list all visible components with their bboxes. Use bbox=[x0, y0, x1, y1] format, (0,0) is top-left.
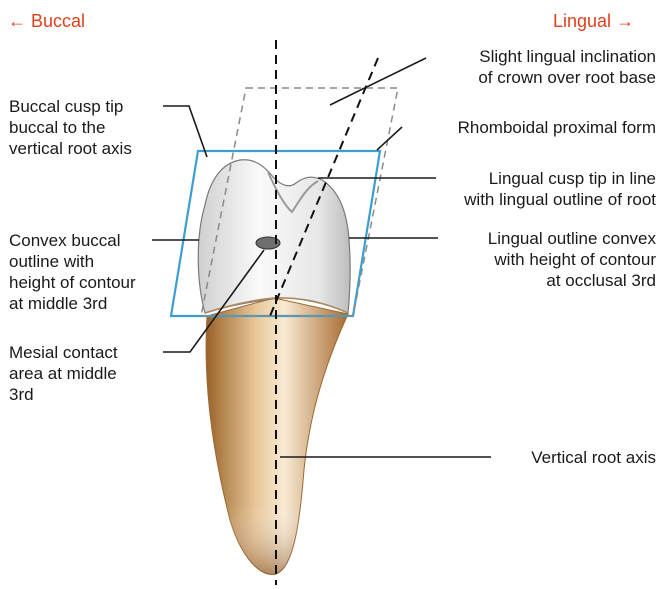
buccal-cusp-tip-label: Buccal cusp tip buccal to the vertical r… bbox=[9, 96, 132, 159]
leader-lingual-inclination bbox=[330, 58, 426, 105]
lingual-cusp-tip-label: Lingual cusp tip in line with lingual ou… bbox=[464, 168, 656, 210]
buccal-direction-label: ← Buccal bbox=[8, 11, 85, 32]
rhomboidal-form-label: Rhomboidal proximal form bbox=[458, 117, 656, 138]
vertical-root-axis-label: Vertical root axis bbox=[531, 447, 656, 468]
lingual-outline-label: Lingual outline convex with height of co… bbox=[488, 228, 656, 291]
root-apex-shade bbox=[206, 298, 348, 575]
mesial-contact-label: Mesial contact area at middle 3rd bbox=[9, 342, 118, 405]
leader-buccal-cusp bbox=[163, 106, 207, 157]
convex-buccal-label: Convex buccal outline with height of con… bbox=[9, 230, 136, 314]
lingual-direction-label: Lingual → bbox=[553, 11, 634, 32]
crown bbox=[198, 160, 350, 313]
lingual-inclination-label: Slight lingual inclination of crown over… bbox=[478, 46, 656, 88]
